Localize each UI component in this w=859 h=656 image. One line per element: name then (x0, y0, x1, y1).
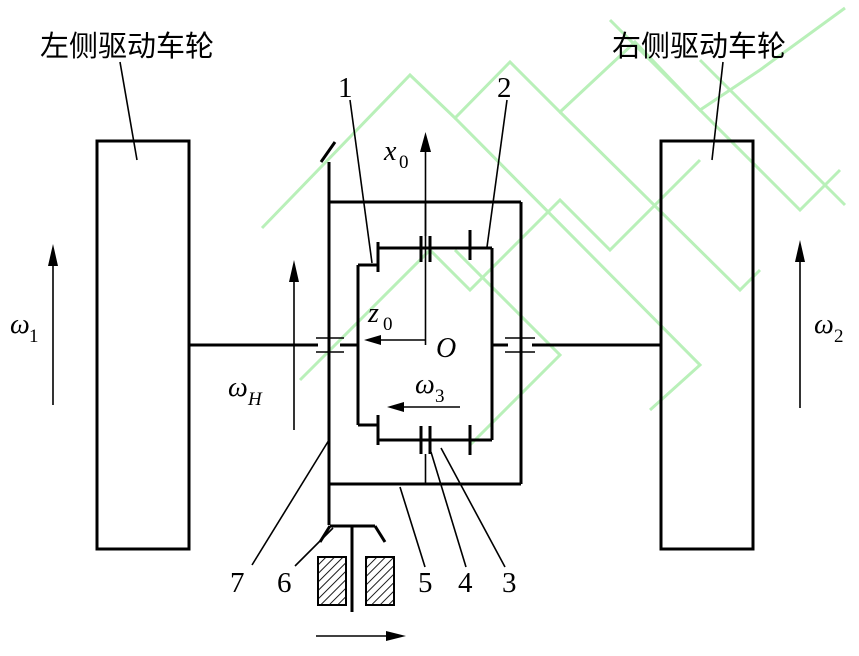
part-number-2: 2 (497, 72, 512, 104)
planet-gear-lower (378, 426, 470, 484)
side-gear-right (468, 230, 494, 455)
svg-text:3: 3 (435, 386, 445, 407)
x0-axis (420, 132, 431, 345)
part-number-4: 4 (458, 567, 473, 599)
omega1-arrow (48, 244, 58, 405)
omega1-label: ω 1 (10, 309, 39, 347)
omega3-arrow (387, 402, 460, 412)
part-number-7: 7 (230, 567, 245, 599)
part-number-3: 3 (502, 567, 517, 599)
part-number-6: 6 (277, 567, 292, 599)
part-leaders (251, 99, 508, 568)
svg-text:0: 0 (399, 152, 409, 173)
input-bearing-right (365, 556, 395, 606)
svg-text:ω: ω (415, 369, 435, 400)
omegaH-label: ω H (228, 372, 263, 410)
svg-text:0: 0 (383, 314, 393, 335)
watermark (260, 6, 847, 447)
input-bearing-left (317, 556, 347, 606)
right-wheel-leader (711, 61, 724, 161)
part-number-1: 1 (338, 72, 353, 104)
svg-text:ω: ω (814, 309, 834, 340)
drive-pinion (318, 524, 387, 612)
side-gear-left (356, 242, 380, 445)
svg-text:ω: ω (228, 372, 248, 403)
svg-text:x: x (383, 136, 397, 167)
z0-axis (364, 335, 426, 345)
svg-text:H: H (247, 389, 263, 410)
omega3-label: ω 3 (415, 369, 445, 407)
svg-text:2: 2 (834, 326, 844, 347)
left-wheel (95, 139, 191, 551)
input-direction-arrow (316, 631, 406, 641)
origin-label: O (436, 333, 456, 364)
omega2-label: ω 2 (814, 309, 844, 347)
left-wheel-label: 左侧驱动车轮 (40, 29, 214, 63)
omegaH-arrow (289, 260, 299, 430)
omega2-arrow (795, 240, 805, 408)
left-wheel-leader (119, 61, 138, 161)
svg-text:1: 1 (29, 326, 39, 347)
z0-label: z 0 (367, 298, 393, 335)
x0-label: x 0 (383, 136, 409, 173)
right-wheel-label: 右侧驱动车轮 (612, 29, 786, 63)
svg-text:z: z (367, 298, 379, 329)
right-wheel (659, 139, 755, 551)
svg-text:ω: ω (10, 309, 30, 340)
part-number-5: 5 (418, 567, 433, 599)
